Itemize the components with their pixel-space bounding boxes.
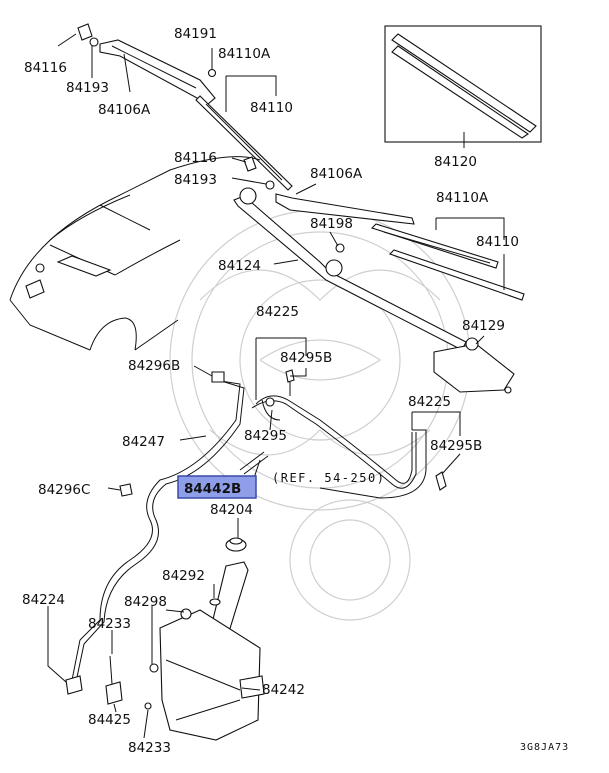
label-84198: 84198 [310, 216, 353, 232]
label-84298: 84298 [124, 594, 167, 610]
label-84224: 84224 [22, 592, 65, 608]
joint-84296b [211, 371, 225, 383]
label-84193-mid: 84193 [174, 172, 217, 188]
blade-insert-84120 [391, 33, 537, 139]
label-84225-right: 84225 [408, 394, 451, 410]
label-84292: 84292 [162, 568, 205, 584]
label-84191: 84191 [174, 26, 217, 42]
washer-hose-84247 [71, 379, 269, 683]
label-84296b: 84296B [128, 358, 180, 374]
label-84295b-lower: 84295B [430, 438, 482, 454]
label-84110a-mid: 84110A [436, 190, 489, 206]
label-84106a-top: 84106A [98, 102, 151, 118]
label-84129: 84129 [462, 318, 505, 334]
label-84225-mid: 84225 [256, 304, 299, 320]
nozzle-84295b-upper [285, 369, 295, 396]
mid-wiper-blade-84110 [370, 223, 525, 301]
vehicle-outline [9, 156, 261, 351]
label-84442b: 84442B [184, 481, 241, 497]
label-84247: 84247 [122, 434, 165, 450]
hose-84225-right [319, 429, 447, 499]
washer-tank-84242 [159, 561, 265, 741]
highlight-box [177, 475, 257, 499]
label-84116-top: 84116 [24, 60, 67, 76]
leader-lines [47, 33, 505, 739]
label-84233-upper: 84233 [88, 616, 131, 632]
label-84110-mid: 84110 [476, 234, 519, 250]
label-84233-lower: 84233 [128, 740, 171, 756]
hose-branch-84295 [251, 395, 417, 489]
top-wiper-blade-84110 [195, 95, 293, 191]
washer-nozzle-84233-84425 [65, 655, 152, 710]
label-84204: 84204 [210, 502, 253, 518]
label-84296c: 84296C [38, 482, 90, 498]
label-84120: 84120 [434, 154, 477, 170]
label-84110-top: 84110 [250, 100, 293, 116]
reference-note: (REF. 54-250) [272, 471, 385, 485]
label-84242: 84242 [262, 682, 305, 698]
grommet-84292 [209, 598, 221, 606]
mid-cap-84116 [243, 156, 257, 172]
label-84295b-upper: 84295B [280, 350, 332, 366]
diagram-code: 3G8JA73 [520, 742, 569, 753]
highlight-84442b[interactable]: 84442B [177, 475, 257, 499]
label-84425: 84425 [88, 712, 131, 728]
top-nut-84193 [89, 37, 99, 47]
label-84193-top: 84193 [66, 80, 109, 96]
washer-pump-84204 [225, 537, 247, 552]
label-84110a-top: 84110A [218, 46, 271, 62]
top-cap-84116 [77, 23, 93, 41]
label-84295: 84295 [244, 428, 287, 444]
label-84106a-mid: 84106A [310, 166, 363, 182]
clip-84296c [119, 483, 133, 497]
label-84124: 84124 [218, 258, 261, 274]
label-84116-mid: 84116 [174, 150, 217, 166]
mid-nut-84193 [265, 180, 275, 190]
mid-wiper-arm-84106a [275, 193, 415, 225]
top-wiper-arm-84106a [99, 39, 216, 105]
bolt-84298 [149, 608, 192, 673]
top-bolt-84191 [207, 68, 217, 78]
